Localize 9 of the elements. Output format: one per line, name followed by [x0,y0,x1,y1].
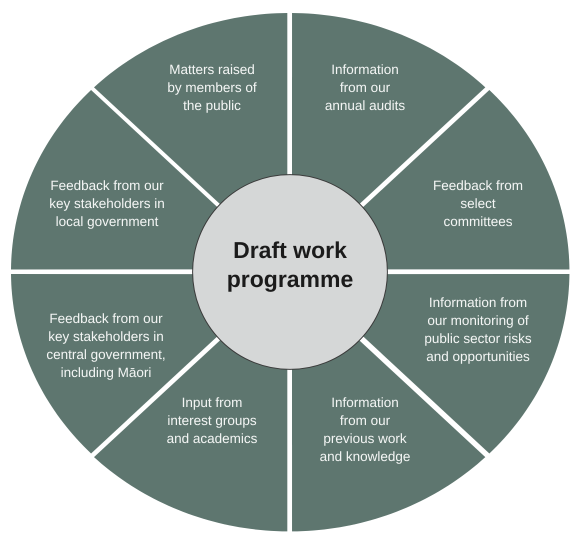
segment-label: Feedback from select committees [432,176,524,231]
segment-label: Matters raised by members of the public [166,60,258,115]
segment-label: Feedback from our key stakeholders in central government, including Māori [45,310,167,382]
hub-label: Draft work programme [226,236,354,294]
segment-label: Information from our previous work and knowledge [318,394,412,466]
segment-label: Input from interest groups and academics [166,394,258,448]
segment-label: Feedback from our key stakeholders in local government [48,176,166,231]
segment-label: Information from our monitoring of public sector risks and opportunities [423,294,533,366]
segment-label: Information from our annual audits [324,60,406,115]
